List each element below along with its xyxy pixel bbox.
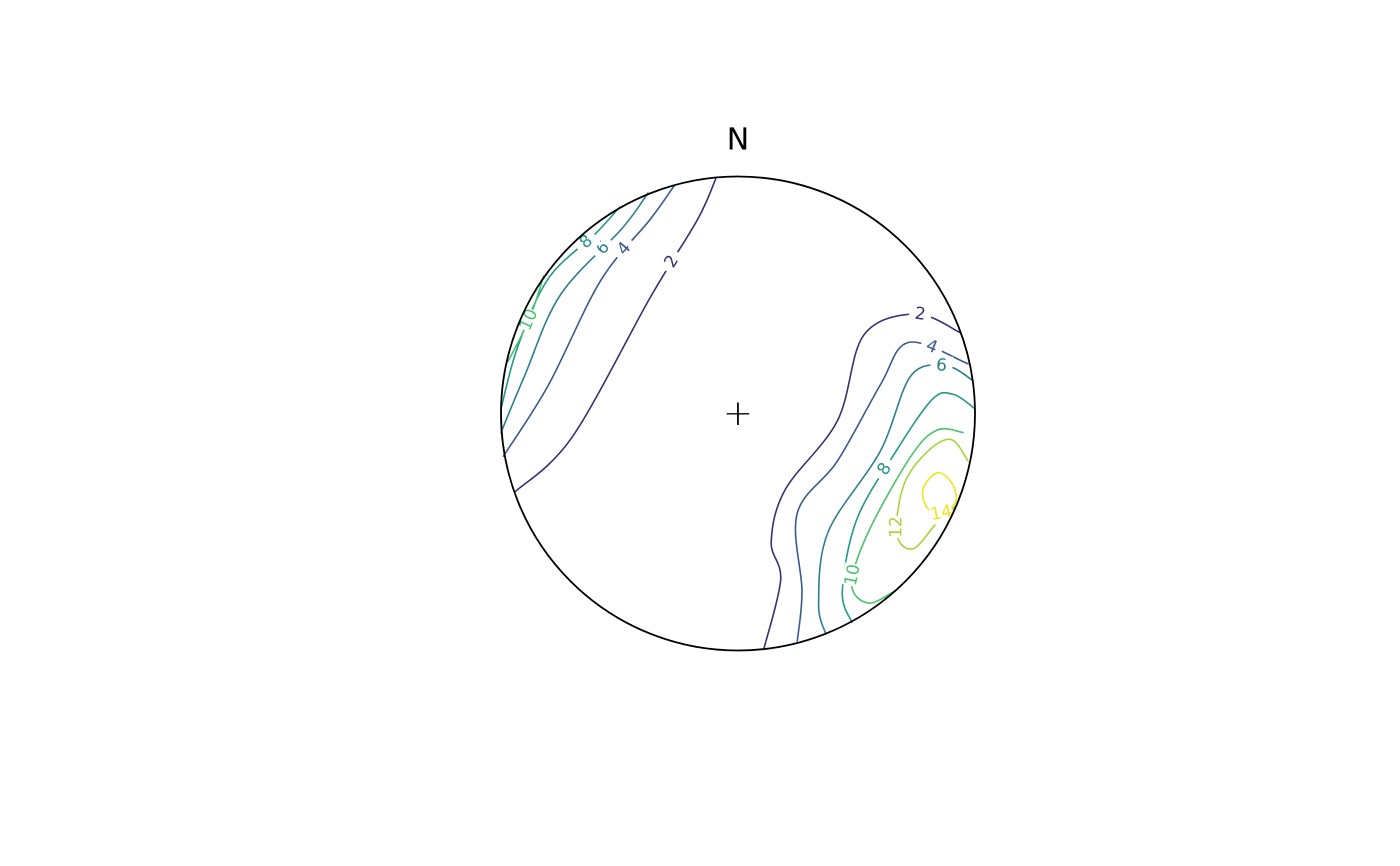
contour-label-gap: [870, 454, 899, 484]
contour-line-8: [841, 391, 976, 623]
contour-label-12: 12: [886, 516, 906, 538]
contour-line-6: [500, 192, 649, 434]
contour-line-10: [851, 427, 964, 604]
contour-label-gap: [928, 501, 954, 525]
contour-label-gap: [929, 354, 954, 377]
contour-label-gap: [657, 246, 687, 277]
contour-line-2: [763, 313, 962, 649]
contour-line-4: [502, 185, 675, 457]
north-label: N: [727, 123, 749, 158]
contour-label-10: 10: [841, 562, 865, 587]
density-contours: [500, 178, 976, 649]
contour-label-gap: [917, 333, 946, 361]
contour-label-6: 6: [935, 355, 948, 376]
contour-line-4: [794, 341, 969, 642]
primitive-circle: [500, 175, 976, 652]
center-marker: +: [723, 393, 753, 434]
contour-label-gap: [515, 305, 543, 334]
contour-label-gap: [840, 562, 865, 588]
contour-label-gap: [588, 233, 618, 263]
contour-label-gap: [571, 227, 602, 257]
contour-label-gap: [886, 515, 907, 539]
contour-label-gap: [609, 233, 640, 264]
contour-line-2: [514, 178, 717, 493]
contour-label-14: 14: [929, 501, 954, 525]
contour-label-2: 2: [914, 304, 927, 325]
contour-line-12: [895, 438, 969, 550]
contour-label-gap: [908, 302, 933, 326]
contour-line-8: [500, 206, 621, 410]
